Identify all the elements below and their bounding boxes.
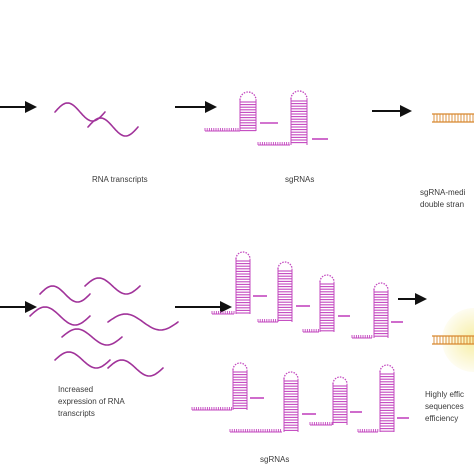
dna-double-strand-bottom	[432, 335, 474, 345]
hairpin-loop	[239, 91, 257, 101]
increased-expression-label-line2: expression of RNA	[58, 397, 125, 406]
highly-efficient-label-line3: efficiency	[425, 414, 459, 423]
hairpin-loop	[373, 282, 389, 291]
increased-expression-label-line1: Increased	[58, 385, 94, 394]
sgrna-tail	[191, 407, 233, 411]
sgrna-tail	[257, 142, 290, 146]
sgrna-tail	[309, 422, 333, 426]
hairpin-loop	[283, 371, 299, 380]
sgrnas-label-top: sgRNAs	[285, 175, 315, 184]
sgrna-tail	[229, 429, 282, 433]
sgrna-mediated-label-line2: double stran	[420, 200, 465, 209]
sgrna-hairpin	[319, 274, 335, 332]
hairpin-loop	[235, 251, 251, 260]
sgrna-tail	[204, 128, 240, 132]
dna-double-strand-top	[432, 113, 474, 123]
sgrna-hairpin	[283, 371, 299, 432]
sgrnas-label-bottom: sgRNAs	[260, 455, 290, 464]
sgrna-tail	[351, 335, 373, 339]
sgrna-tail	[302, 329, 319, 333]
sgrna-hairpin	[277, 261, 293, 322]
rna-transcript-wave	[29, 306, 91, 326]
highly-efficient-label-line1: Highly effic	[425, 390, 464, 399]
sgrna-tail	[357, 429, 379, 433]
highly-efficient-label-line2: sequences	[425, 402, 464, 411]
hairpin-loop	[319, 274, 335, 283]
sgrna-mediated-label-line1: sgRNA-medi	[420, 188, 466, 197]
sgrna-hairpin	[290, 90, 308, 145]
sgrna-hairpin	[232, 362, 248, 410]
rna-transcript-wave	[84, 277, 141, 295]
rna-transcript-wave	[87, 117, 139, 137]
rna-transcripts-label: RNA transcripts	[92, 175, 148, 184]
sgrna-hairpin	[235, 251, 251, 314]
rna-transcript-wave	[107, 313, 179, 331]
hairpin-loop	[290, 90, 308, 100]
sgrna-tail	[211, 311, 235, 315]
increased-expression-label-line3: transcripts	[58, 409, 95, 418]
hairpin-loop	[379, 364, 395, 373]
rna-transcript-wave	[107, 359, 164, 377]
hairpin-loop	[277, 261, 293, 270]
hairpin-loop	[332, 376, 348, 385]
sgrna-tail	[257, 319, 279, 323]
sgrna-hairpin	[379, 364, 395, 432]
sgrna-hairpin	[239, 91, 257, 132]
sgrna-hairpin	[332, 376, 348, 425]
sgrna-hairpin	[373, 282, 389, 338]
rna-transcript-wave	[61, 328, 123, 346]
rna-transcript-wave	[39, 285, 91, 303]
rna-transcript-wave	[54, 351, 111, 369]
hairpin-loop	[232, 362, 248, 371]
